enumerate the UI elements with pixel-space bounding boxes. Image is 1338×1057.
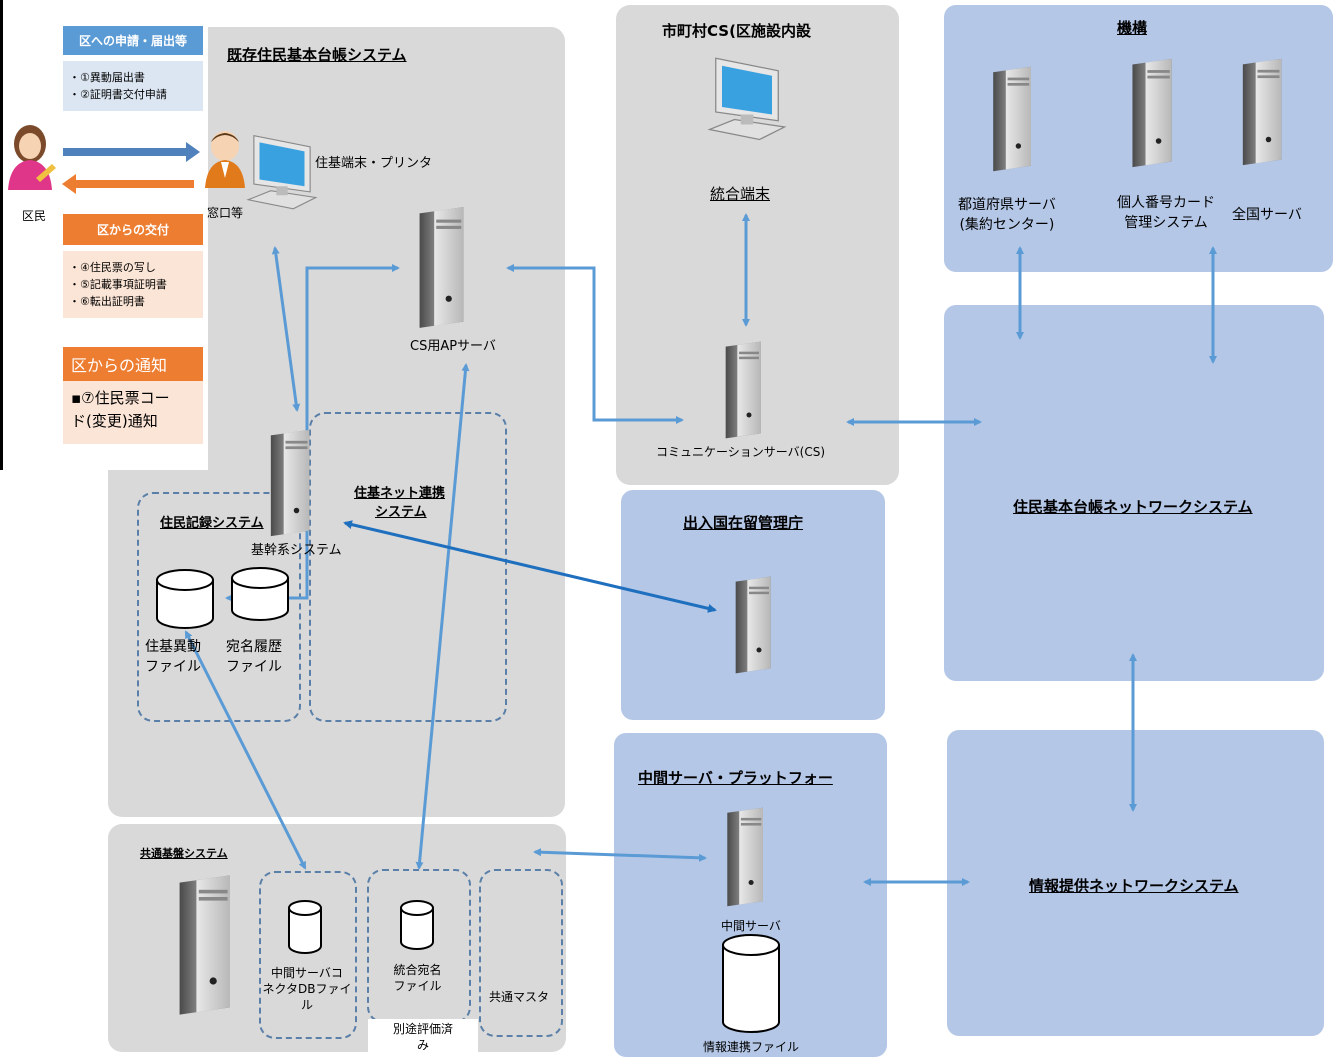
record-system-title: 住民記録システム	[160, 516, 264, 531]
legend-apply-title: 区への申請・届出等	[63, 26, 203, 55]
cs-label: コミュニケーションサーバ(CS)	[656, 445, 826, 459]
clerk-icon	[205, 131, 245, 188]
conn-line2: ネクタDBファイ	[262, 982, 352, 997]
addr-line2: ファイル	[393, 979, 442, 994]
municipal-cs-title: 市町村CS(区施設内設	[662, 22, 811, 40]
common-server-icon	[179, 875, 230, 1015]
integrated-terminal-icon	[708, 57, 786, 141]
integrated-terminal-label: 統合端末	[710, 185, 771, 203]
legend-notify-title: 区からの通知	[63, 347, 203, 381]
legend-issue-title: 区からの交付	[63, 214, 203, 245]
legend-apply-item-2: ・②証明書交付申請	[69, 88, 167, 102]
kiko-title: 機構	[1117, 19, 1148, 37]
database-icon	[156, 567, 780, 1033]
net-link-title-1: 住基ネット連携	[354, 486, 446, 501]
net-link-title-2: システム	[375, 505, 427, 520]
pref-line1: 都道府県サーバ	[958, 197, 1056, 213]
middle-server-label: 中間サーバ	[721, 919, 781, 933]
info-link-file-label: 情報連携ファイル	[703, 1040, 800, 1054]
legend-notify-box: 区からの通知 ▪⑦住民票コー ド(変更)通知	[63, 347, 203, 444]
core-server-icon	[270, 429, 310, 537]
juki-net-title: 住民基本台帳ネットワークシステム	[1013, 498, 1253, 516]
immigration-server-icon	[735, 576, 771, 674]
master-box	[479, 869, 563, 1037]
conn-line1: 中間サーバコ	[271, 966, 343, 980]
evaluated-note: 別途評価済 み	[368, 1019, 478, 1056]
legend-issue-item-2: ・⑤記載事項証明書	[69, 278, 167, 292]
note-line2: み	[416, 1038, 429, 1053]
file2-line1: 宛名履歴	[226, 639, 282, 655]
pref-line2: (集約センター)	[959, 216, 1055, 233]
resident-arrows	[62, 142, 200, 194]
immigration-title: 出入国在留管理庁	[683, 514, 804, 532]
juki-net-panel	[944, 305, 1324, 681]
addr-line1: 統合宛名	[393, 963, 442, 977]
national-server-label: 全国サーバ	[1232, 207, 1302, 223]
conn-db-label: 中間サーバコ ネクタDBファイ ル	[262, 965, 352, 1014]
legend-apply-box: 区への申請・届出等 ・①異動届出書 ・②証明書交付申請	[63, 26, 203, 112]
terminal-monitor-icon	[247, 135, 317, 210]
national-server-icon	[1242, 58, 1282, 166]
existing-system-title: 既存住民基本台帳システム	[227, 46, 407, 64]
terminal-printer-label: 住基端末・プリンタ	[315, 156, 433, 171]
pref-server-icon	[993, 66, 1031, 172]
conn-line3: ル	[300, 998, 313, 1013]
card-line2: 管理システム	[1124, 214, 1208, 231]
card-system-label: 個人番号カード 管理システム	[1117, 194, 1215, 233]
card-line1: 個人番号カード	[1117, 195, 1215, 211]
note-line1: 別途評価済	[392, 1022, 453, 1036]
file2-label: 宛名履歴 ファイル	[226, 638, 282, 677]
legend-apply-item-1: ・①異動届出書	[69, 71, 145, 84]
legend-apply-list: ・①異動届出書 ・②証明書交付申請	[63, 61, 203, 112]
legend-notify-item-1: ▪⑦住民票コー	[71, 389, 170, 407]
legend-issue-item-3: ・⑥転出証明書	[69, 295, 145, 309]
legend-issue-box: 区からの交付 ・④住民票の写し ・⑤記載事項証明書 ・⑥転出証明書	[63, 214, 203, 319]
cs-ap-server-icon	[419, 207, 464, 328]
file1-line1: 住基異動	[145, 639, 201, 655]
resident-label: 区民	[22, 209, 47, 223]
resident-person-icon	[8, 125, 56, 190]
addr-file-label: 統合宛名 ファイル	[370, 962, 465, 994]
cs-ap-server-label: CS用APサーバ	[410, 339, 496, 354]
info-net-title: 情報提供ネットワークシステム	[1029, 877, 1239, 895]
common-master-label: 共通マスタ	[489, 990, 550, 1004]
legend-issue-item-1: ・④住民票の写し	[69, 261, 156, 274]
middle-server-icon	[727, 807, 763, 907]
common-platform-title: 共通基盤システム	[140, 847, 228, 860]
file2-line2: ファイル	[226, 658, 282, 675]
middle-server-title: 中間サーバ・プラットフォー	[638, 769, 833, 787]
core-system-label: 基幹系システム	[251, 543, 342, 558]
cs-server-icon	[725, 341, 761, 439]
legend-notify-item-2: ド(変更)通知	[71, 411, 158, 430]
conn-db-box	[259, 871, 357, 1039]
file1-label: 住基異動 ファイル	[145, 638, 201, 677]
card-server-icon	[1132, 58, 1172, 168]
window-label: 窓口等	[207, 206, 244, 220]
file1-line2: ファイル	[145, 658, 201, 675]
legend-issue-list: ・④住民票の写し ・⑤記載事項証明書 ・⑥転出証明書	[63, 251, 203, 319]
pref-server-label: 都道府県サーバ (集約センター)	[958, 196, 1056, 235]
legend-notify-list: ▪⑦住民票コー ド(変更)通知	[63, 381, 203, 444]
